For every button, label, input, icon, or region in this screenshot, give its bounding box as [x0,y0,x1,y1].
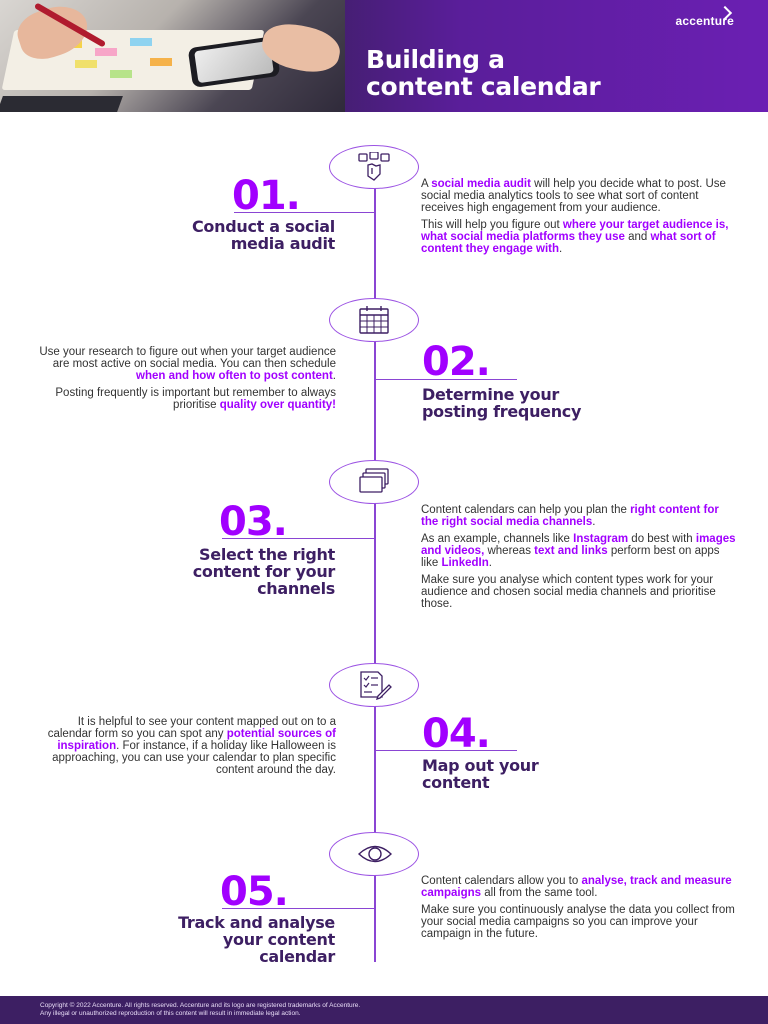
step-5-heading: Track and analyse your content calendar [178,913,335,966]
copyright-text: Copyright © 2022 Accenture. All rights r… [40,1002,361,1009]
step-2-heading: Determine your posting frequency [422,385,582,421]
stacked-windows-icon [359,468,389,493]
social-media-icon [358,152,390,181]
step-5-number: 05. [220,869,289,915]
step-1-icon-circle [329,145,419,189]
step-4-icon-circle [329,663,419,707]
step-5-text: Content calendars allow you to analyse, … [421,875,735,940]
checklist-pencil-icon [360,671,392,700]
header-photo [0,0,345,112]
accenture-logo: accenture [676,5,735,28]
step-1-text: A social media audit will help you decid… [421,178,729,255]
calendar-icon [359,306,389,334]
eye-icon [358,845,392,863]
step-2-text: Use your research to figure out when you… [39,346,336,411]
step-3-number: 03. [219,499,288,545]
step-2-number: 02. [422,339,491,385]
step-1-number: 01. [232,173,301,219]
step-1-heading: Conduct a social media audit [191,217,335,253]
legal-notice: Any illegal or unauthorized reproduction… [40,1010,301,1017]
step-5-icon-circle [329,832,419,876]
step-3-text: Content calendars can help you plan the … [421,504,736,610]
timeline-line [374,180,376,962]
header-banner: accenture Building a content calendar [0,0,768,112]
footer: Copyright © 2022 Accenture. All rights r… [0,996,768,1024]
step-4-number: 04. [422,711,491,757]
step-4-heading: Map out your content [422,756,539,792]
step-3-heading: Select the right content for your channe… [192,545,336,598]
step-3-icon-circle [329,460,419,504]
page-title: Building a content calendar [366,45,601,101]
step-2-icon-circle [329,298,419,342]
step-4-text: It is helpful to see your content mapped… [47,716,336,776]
